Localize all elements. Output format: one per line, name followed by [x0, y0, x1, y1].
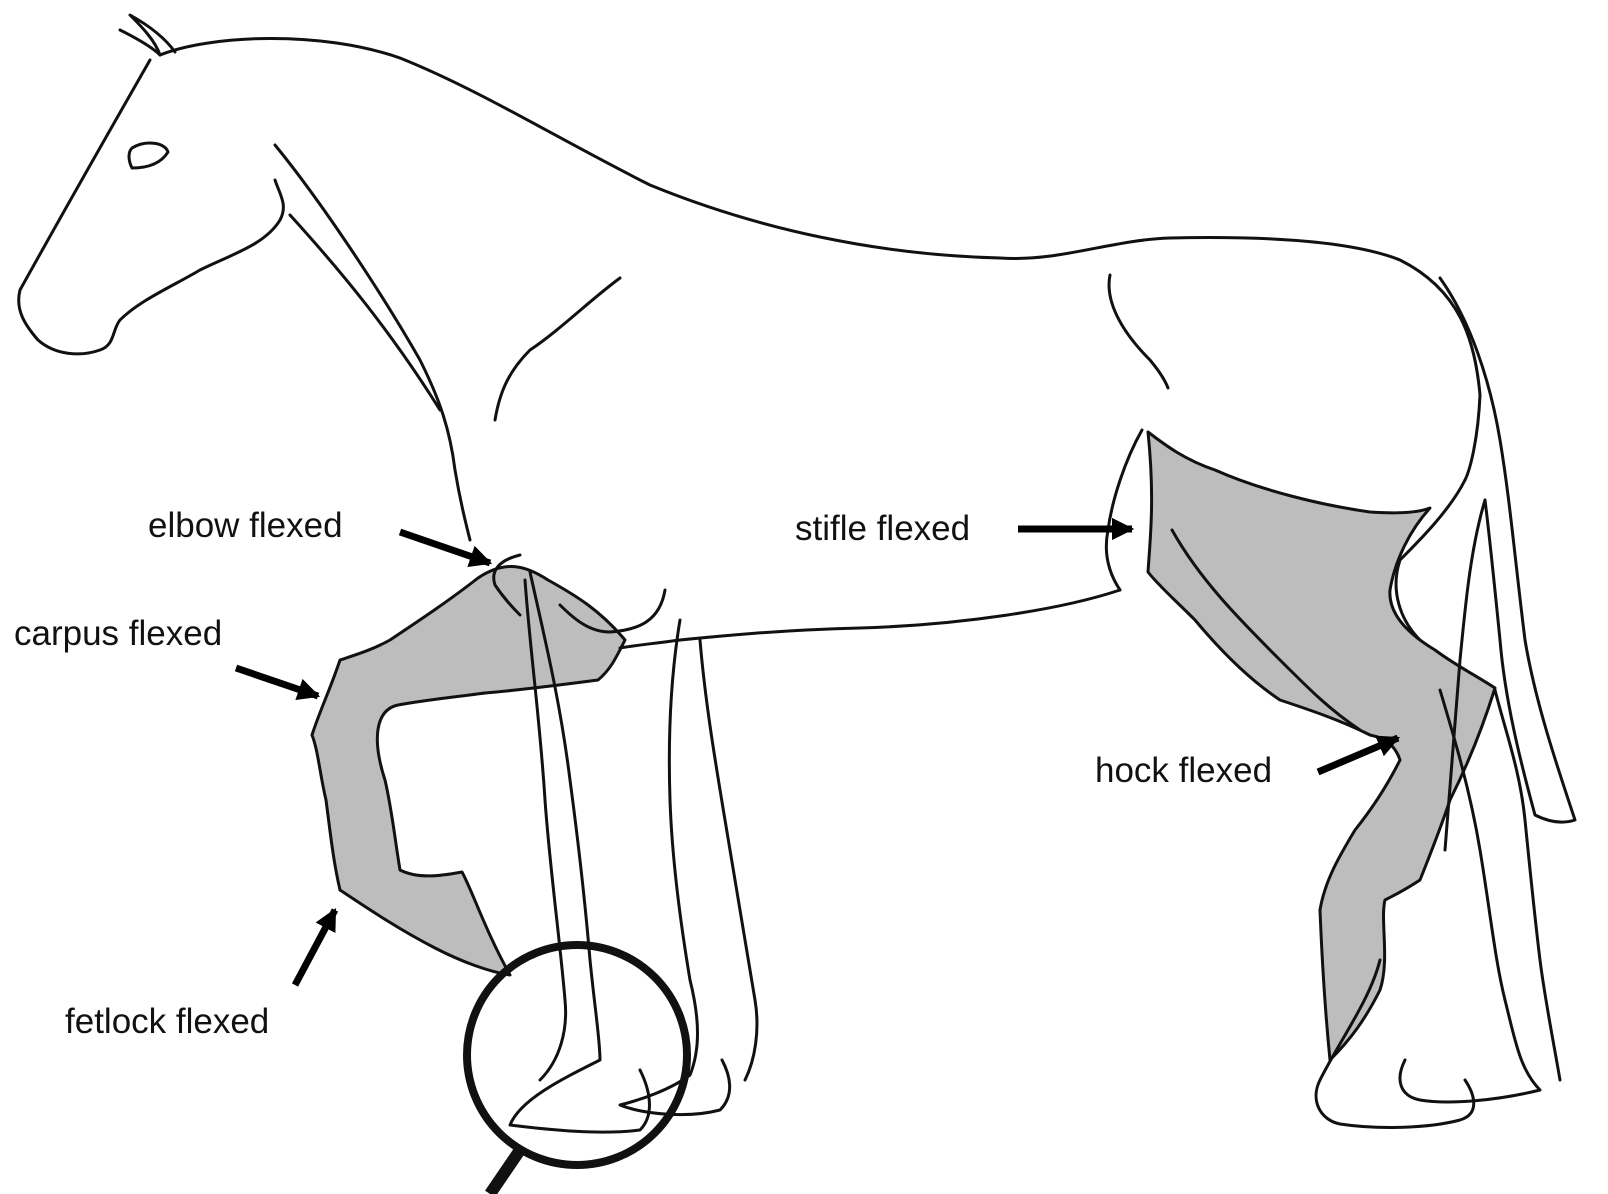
elbow-arrow	[400, 532, 490, 563]
elbow-flexed-label: elbow flexed	[148, 506, 343, 545]
hock-flexed-label: hock flexed	[1095, 751, 1272, 790]
front-leg-flexed-region	[312, 566, 625, 975]
carpus-arrow	[236, 668, 318, 696]
magnifier-circle-icon	[467, 945, 687, 1194]
stifle-flexed-label: stifle flexed	[795, 509, 970, 548]
hock-arrow	[1318, 738, 1398, 772]
fetlock-arrow	[295, 910, 335, 985]
hind-leg-flexed-region	[1148, 432, 1495, 1060]
carpus-flexed-label: carpus flexed	[14, 614, 222, 653]
fetlock-flexed-label: fetlock flexed	[65, 1002, 269, 1041]
